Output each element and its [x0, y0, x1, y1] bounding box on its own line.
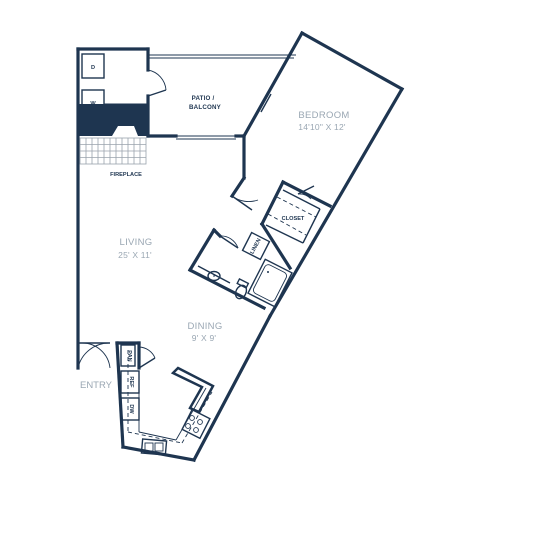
living-dimensions: 25' X 11': [118, 250, 152, 260]
fireplace: [78, 104, 148, 165]
fireplace-label: FIREPLACE: [110, 172, 142, 178]
closet: [265, 185, 321, 244]
pantry-label: PAN: [126, 350, 132, 361]
patio-label-line1: PATIO /: [192, 95, 215, 102]
entry-label: ENTRY: [80, 380, 113, 391]
hearth-tile: [79, 137, 147, 165]
bath-sink: [197, 265, 231, 284]
bedroom-patio-door: [257, 91, 272, 113]
exterior-walls: [76, 30, 405, 463]
bedroom-walls: [229, 134, 333, 227]
linen-closet: [241, 231, 271, 261]
dishwasher-label: DW: [128, 404, 134, 414]
entry-door: [77, 342, 111, 369]
bedroom-dimensions: 14'10" X 12': [298, 122, 346, 132]
dryer: [81, 53, 105, 79]
bedroom-label: BEDROOM: [298, 110, 349, 121]
linen-label: LINEN: [250, 238, 263, 256]
range: [181, 408, 211, 440]
refrigerator-label: REF: [128, 376, 134, 388]
kitchen: [120, 344, 215, 456]
bathroom: [187, 221, 293, 311]
patio-label-line2: BALCONY: [189, 104, 222, 111]
living-label: LIVING: [120, 237, 153, 248]
labels: BEDROOM 14'10" X 12' PATIO / BALCONY FIR…: [80, 65, 349, 414]
dining-label: DINING: [187, 321, 222, 332]
dryer-label: D: [91, 65, 95, 71]
bathtub: [247, 258, 293, 308]
patio-railing: [148, 54, 296, 140]
toilet: [234, 278, 250, 300]
dining-dimensions: 9' X 9': [192, 333, 217, 343]
washer-label: W: [90, 101, 96, 107]
closet-label: CLOSET: [282, 216, 305, 222]
kitchen-sink: [140, 438, 168, 456]
